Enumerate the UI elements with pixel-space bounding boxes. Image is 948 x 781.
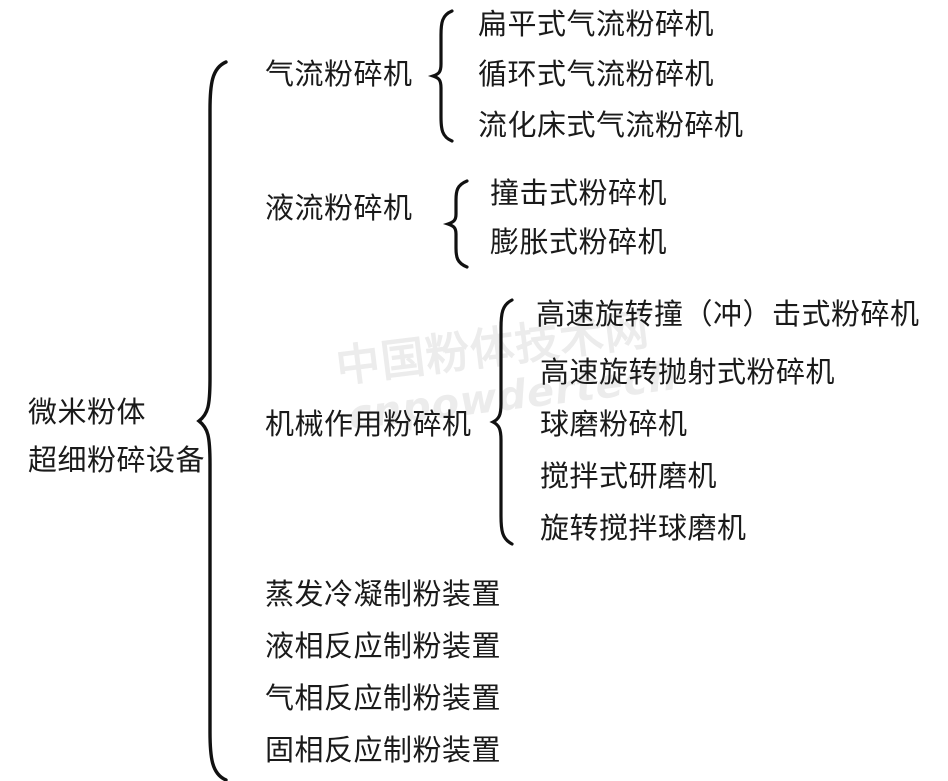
root-label-line1: 微米粉体 <box>28 395 147 429</box>
leaf-label-flat-jet-mill: 扁平式气流粉碎机 <box>478 7 715 41</box>
branch-brace-airflow-mill <box>427 8 456 144</box>
root-label-line2: 超细粉碎设备 <box>28 443 206 477</box>
leaf-label-liquid-phase-reaction-device: 液相反应制粉装置 <box>265 629 502 663</box>
leaf-label-high-speed-rotary-impact-mill: 高速旋转撞（冲）击式粉碎机 <box>536 297 920 331</box>
branch-label-airflow-mill: 气流粉碎机 <box>265 57 413 91</box>
branch-brace-mechanical-mill <box>489 296 516 548</box>
leaf-label-ball-mill: 球磨粉碎机 <box>540 407 688 441</box>
leaf-label-expansion-mill: 膨胀式粉碎机 <box>490 225 668 259</box>
leaf-label-gas-phase-reaction-device: 气相反应制粉装置 <box>265 681 502 715</box>
leaf-label-circulating-jet-mill: 循环式气流粉碎机 <box>478 57 715 91</box>
leaf-label-evaporation-condensation-device: 蒸发冷凝制粉装置 <box>265 577 502 611</box>
leaf-label-high-speed-rotary-projection-mill: 高速旋转抛射式粉碎机 <box>540 355 836 389</box>
branch-label-liquid-jet-mill: 液流粉碎机 <box>265 191 413 225</box>
leaf-label-solid-phase-reaction-device: 固相反应制粉装置 <box>265 733 502 767</box>
root-node: 微米粉体 超细粉碎设备 <box>28 388 205 484</box>
branch-brace-liquid-jet-mill <box>442 178 471 270</box>
leaf-label-rotary-stirred-ball-mill: 旋转搅拌球磨机 <box>540 511 747 545</box>
leaf-label-fluidized-bed-jet-mill: 流化床式气流粉碎机 <box>478 108 744 142</box>
branch-label-mechanical-mill: 机械作用粉碎机 <box>265 407 472 441</box>
leaf-label-impact-mill: 撞击式粉碎机 <box>490 176 668 210</box>
leaf-label-stirred-grinding-mill: 搅拌式研磨机 <box>540 459 718 493</box>
